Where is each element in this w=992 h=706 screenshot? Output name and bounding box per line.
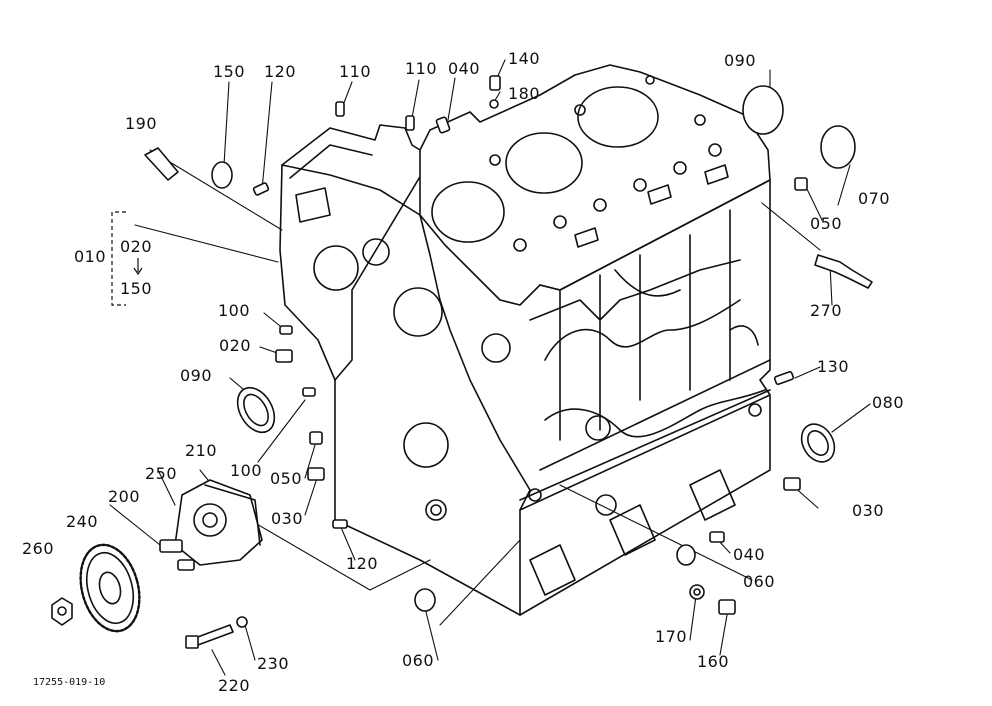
part-label-020: 020 — [120, 237, 153, 256]
part-label-050: 050 — [810, 214, 843, 233]
part-label-270: 270 — [810, 301, 843, 320]
part-label-030: 030 — [852, 501, 885, 520]
cylinder-block-body — [419, 64, 771, 616]
oil-pump-assembly — [51, 479, 263, 649]
part-label-050: 050 — [270, 469, 303, 488]
part-label-040: 040 — [448, 59, 481, 78]
part-label-060: 060 — [743, 572, 776, 591]
part-label-120: 120 — [264, 62, 297, 81]
part-label-130: 130 — [817, 357, 850, 376]
gear-case-plate — [279, 124, 531, 616]
leader-lines — [109, 59, 871, 676]
part-label-090: 090 — [724, 51, 757, 70]
part-label-190: 190 — [125, 114, 158, 133]
part-label-100: 100 — [230, 461, 263, 480]
part-label-170: 170 — [655, 627, 688, 646]
figure-reference: 17255-019-10 — [33, 677, 106, 688]
part-label-150: 150 — [213, 62, 246, 81]
part-label-120: 120 — [346, 554, 379, 573]
part-label-100: 100 — [218, 301, 251, 320]
part-label-090: 090 — [180, 366, 213, 385]
part-label-150: 150 — [120, 279, 153, 298]
part-label-030: 030 — [271, 509, 304, 528]
part-label-110: 110 — [339, 62, 372, 81]
part-label-240: 240 — [66, 512, 99, 531]
part-label-210: 210 — [185, 441, 218, 460]
part-label-140: 140 — [508, 49, 541, 68]
part-label-110: 110 — [405, 59, 438, 78]
part-label-070: 070 — [858, 189, 891, 208]
part-label-060: 060 — [402, 651, 435, 670]
part-label-260: 260 — [22, 539, 55, 558]
part-label-080: 080 — [872, 393, 905, 412]
part-label-220: 220 — [218, 676, 251, 695]
part-label-180: 180 — [508, 84, 541, 103]
part-label-010: 010 — [74, 247, 107, 266]
part-label-230: 230 — [257, 654, 290, 673]
part-label-020: 020 — [219, 336, 252, 355]
part-label-040: 040 — [733, 545, 766, 564]
part-label-250: 250 — [145, 464, 178, 483]
part-label-160: 160 — [697, 652, 730, 671]
loose-parts — [144, 75, 873, 615]
part-label-200: 200 — [108, 487, 141, 506]
